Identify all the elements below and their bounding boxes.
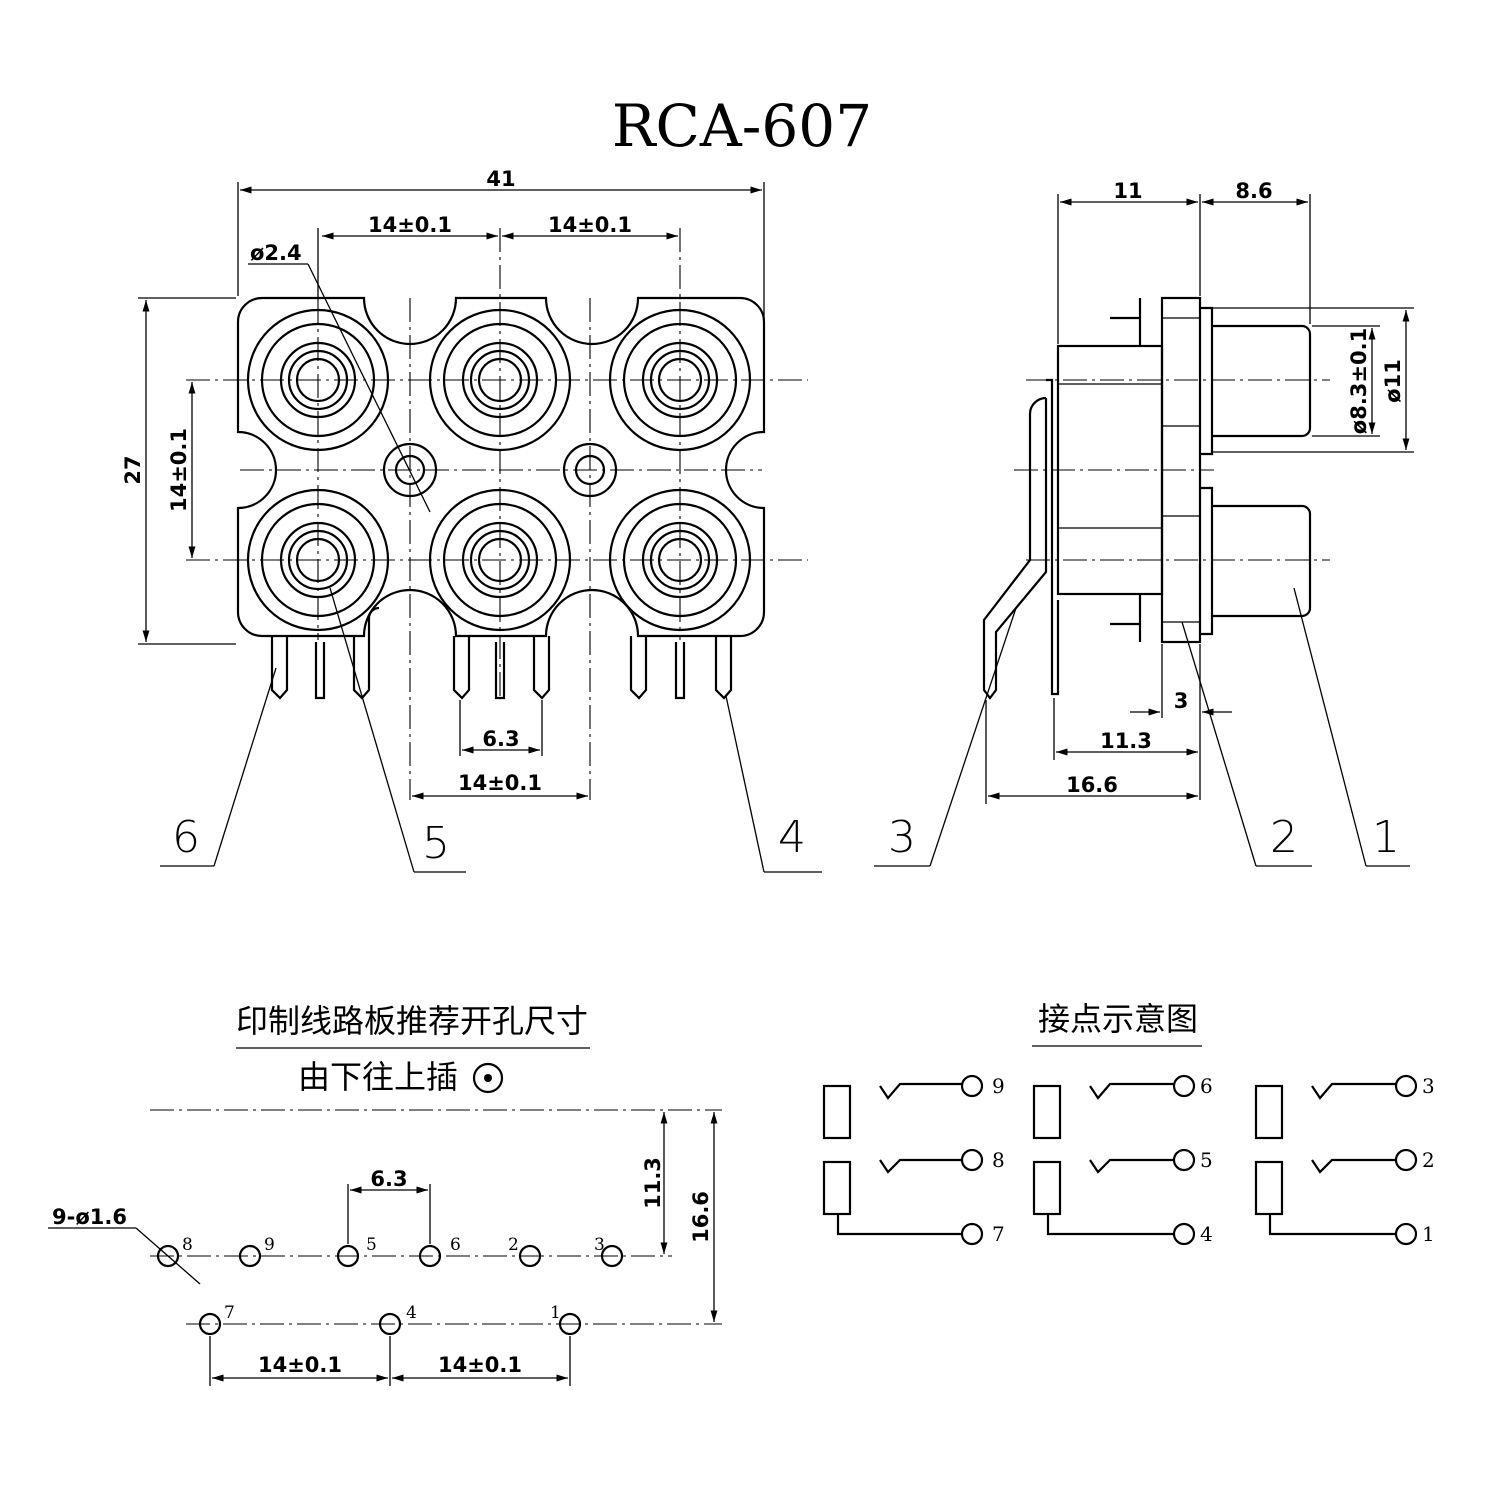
dim-outer-dia: ø11: [1381, 359, 1405, 403]
dim-row-pitch: 14±0.1: [167, 428, 191, 512]
pcb-subheading: 由下往上插: [298, 1058, 458, 1096]
dim-plug-dia: ø8.3±0.1: [1347, 328, 1371, 434]
pcb-pin-label: 6: [450, 1235, 461, 1255]
side-view: 11 8.6 ø8.3±0.1 ø11 3 11.3 16.6 3 2 1: [874, 179, 1414, 867]
front-view: 41 14±0.1 14±0.1 ø2.4 27 14±0.1 6.3 14±0…: [121, 167, 822, 873]
callout-4: 4: [778, 812, 806, 863]
contact-pin-label: 5: [1200, 1148, 1213, 1172]
pcb-pin-label: 5: [366, 1235, 377, 1255]
callout-6: 6: [172, 812, 200, 863]
pcb-hole: [238, 1244, 262, 1268]
pcb-heading: 印制线路板推荐开孔尺寸: [236, 1002, 588, 1040]
contact-pin-label: 4: [1200, 1222, 1213, 1246]
dim-pitch-left: 14±0.1: [368, 213, 452, 237]
drawing-title: RCA-607: [612, 92, 872, 160]
insert-direction-icon: [472, 1062, 504, 1094]
contact-pin-label: 8: [992, 1148, 1005, 1172]
dim-hole-dia: ø2.4: [250, 241, 302, 265]
pcb-pin-label: 4: [406, 1303, 417, 1323]
contact-diagram: 接点示意图 9 8 7 6 5 4: [822, 1000, 1435, 1246]
pcb-hole: [518, 1244, 542, 1268]
contact-group: 6 5 4: [1032, 1074, 1213, 1246]
pcb-hole: [378, 1312, 402, 1336]
dim-pitch-right: 14±0.1: [548, 213, 632, 237]
dim-pin-spacing: 6.3: [482, 727, 519, 751]
dim-body-depth: 11: [1113, 179, 1142, 203]
pcb-hole: [198, 1312, 222, 1336]
pcb-pin-label: 9: [264, 1235, 275, 1255]
pcb-hole: [418, 1244, 442, 1268]
contact-pin-label: 9: [992, 1074, 1005, 1098]
contact-pin-label: 3: [1422, 1074, 1435, 1098]
dim-pcb-pitch-left: 14±0.1: [258, 1353, 342, 1377]
callout-2: 2: [1270, 812, 1298, 863]
pcb-hole: [156, 1244, 180, 1268]
dim-offset: 3: [1174, 689, 1189, 713]
pcb-pin-label: 2: [508, 1235, 519, 1255]
dim-bottom-pitch: 14±0.1: [458, 771, 542, 795]
dim-pcb-pin-spacing: 6.3: [370, 1167, 407, 1191]
dim-pcb-row-offset: 11.3: [641, 1157, 665, 1209]
pcb-hole: [600, 1244, 624, 1268]
callout-1: 1: [1372, 812, 1400, 863]
contact-pin-label: 1: [1422, 1222, 1435, 1246]
contact-pin-label: 2: [1422, 1148, 1435, 1172]
contact-group: 9 8 7: [822, 1074, 1005, 1246]
contact-pin-label: 6: [1200, 1074, 1213, 1098]
contact-pin-label: 7: [992, 1222, 1005, 1246]
pcb-hole: [336, 1244, 360, 1268]
pcb-hole: [558, 1312, 582, 1336]
pcb-pin-label: 7: [224, 1303, 235, 1323]
dim-pin-offset: 11.3: [1100, 729, 1152, 753]
dim-pcb-pitch-right: 14±0.1: [438, 1353, 522, 1377]
pcb-pin-label: 3: [594, 1235, 605, 1255]
front-body-outline: [236, 296, 766, 638]
contact-group: 3 2 1: [1254, 1074, 1435, 1246]
pcb-pin-label: 1: [550, 1303, 561, 1323]
dim-total-offset: 16.6: [1066, 773, 1118, 797]
callout-3: 3: [888, 812, 916, 863]
dim-pcb-total-offset: 16.6: [689, 1191, 713, 1243]
callout-5: 5: [422, 818, 450, 869]
dim-width: 41: [486, 167, 515, 191]
front-pins: [270, 606, 733, 700]
contact-heading: 接点示意图: [1038, 1000, 1198, 1038]
pcb-pin-label: 8: [182, 1235, 193, 1255]
pcb-layout: 印制线路板推荐开孔尺寸 由下往上插 8 9 5 6 2 3 7 4 1: [48, 1002, 722, 1386]
dim-holes: 9-ø1.6: [52, 1205, 127, 1229]
dim-height: 27: [121, 455, 145, 484]
dim-plug-length: 8.6: [1235, 179, 1272, 203]
